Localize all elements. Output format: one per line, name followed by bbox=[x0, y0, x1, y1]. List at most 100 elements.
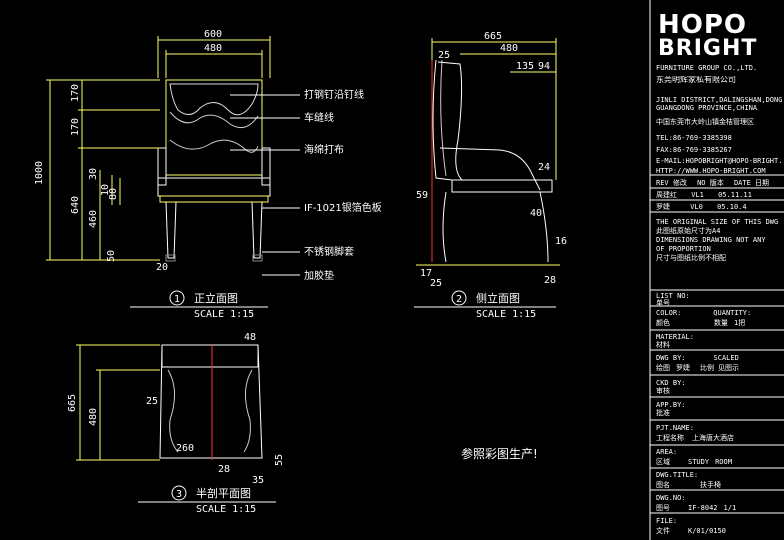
plan-arm-right bbox=[243, 369, 253, 453]
callout-foam-fabric: 海绵打布 bbox=[304, 143, 344, 156]
front-dim-480: 480 bbox=[204, 43, 222, 54]
side-dim-28: 28 bbox=[544, 275, 556, 286]
front-dim-1000: 1000 bbox=[34, 161, 45, 185]
side-dim-17: 17 bbox=[420, 268, 432, 279]
dwg-by-values: 绘图罗婕比例见图示 bbox=[656, 364, 739, 372]
side-dim-24: 24 bbox=[538, 162, 550, 173]
file-label: FILE: bbox=[656, 517, 678, 525]
side-dim-135: 135 bbox=[516, 61, 534, 72]
list-no-label: LIST NO: bbox=[656, 292, 690, 300]
email: E-MAIL:HOPOBRIGHT@HOPO-BRIGHT.COM bbox=[656, 157, 782, 165]
side-dim-25a: 25 bbox=[438, 50, 450, 61]
side-dim-665: 665 bbox=[484, 31, 502, 42]
company-chinese-name: 东莞明辉家私有限公司 bbox=[656, 76, 736, 84]
company-logo: HOPO bbox=[658, 10, 748, 40]
front-callout-leaders bbox=[230, 94, 300, 276]
plan-dim-28: 28 bbox=[218, 464, 230, 475]
website: HTTP://WWW.HOPO-BRIGHT.COM bbox=[656, 167, 766, 175]
plan-title-number: 3 bbox=[176, 489, 182, 500]
fax: FAX:86-769-3385267 bbox=[656, 146, 732, 154]
side-dim-40: 40 bbox=[530, 208, 542, 219]
side-dimensions bbox=[416, 38, 560, 266]
front-dim-170a: 170 bbox=[70, 84, 81, 102]
side-title-text: 侧立面图 bbox=[476, 291, 520, 305]
front-right-leg bbox=[251, 201, 263, 259]
front-dim-30: 30 bbox=[88, 168, 99, 180]
callout-steel-foot: 不锈钢脚套 bbox=[304, 245, 354, 258]
front-backrest-pattern-2 bbox=[169, 111, 259, 129]
plan-dim-480: 480 bbox=[88, 408, 99, 426]
plan-dimensions bbox=[76, 344, 160, 461]
front-left-dimensions bbox=[46, 79, 160, 261]
front-seat-rail bbox=[159, 195, 269, 203]
dwg-by-label: DWG BY:SCALED bbox=[656, 354, 739, 362]
plan-dim-665: 665 bbox=[67, 394, 78, 412]
front-title: 1 正立面图 SCALE 1:15 bbox=[130, 290, 268, 320]
front-dim-50: 50 bbox=[106, 250, 117, 262]
plan-dim-25: 25 bbox=[146, 396, 158, 407]
front-dim-labels: 600 480 1000 170 170 30 640 10 80 460 50… bbox=[34, 29, 222, 273]
plan-view bbox=[76, 344, 263, 461]
company-english-name: FURNITURE GROUP CO.,LTD. bbox=[656, 64, 758, 72]
telephone: TEL:86-769-3385398 bbox=[656, 134, 732, 142]
side-back-leg bbox=[442, 191, 447, 263]
plan-arm-left bbox=[167, 369, 179, 453]
side-title-scale: SCALE 1:15 bbox=[476, 309, 536, 320]
address-line-2: GUANGDONG PROVINCE,CHINA bbox=[656, 104, 758, 112]
front-backrest-pattern bbox=[169, 83, 259, 116]
plan-back-top bbox=[161, 344, 259, 368]
side-dim-25b: 25 bbox=[430, 278, 442, 289]
side-back-outer bbox=[432, 59, 453, 181]
disclaimer-3: DIMENSIONS DRAWING NOT ANY bbox=[656, 236, 766, 244]
plan-title: 3 半剖平面图 SCALE 1:15 bbox=[138, 485, 276, 515]
front-left-arm bbox=[157, 147, 167, 186]
plan-dim-260: 260 bbox=[176, 443, 194, 454]
front-dim-170b: 170 bbox=[70, 118, 81, 136]
side-dim-labels: 665 480 135 94 25 59 17 25 24 40 16 28 bbox=[416, 31, 567, 289]
ckd-by-cn: 审核 bbox=[656, 387, 670, 395]
disclaimer-2: 此图纸原始尺寸为A4 bbox=[656, 227, 721, 235]
revision-row-2: 罗婕 VL0 05.10.4 bbox=[656, 203, 747, 211]
title-block-frame bbox=[649, 0, 784, 540]
front-title-scale: SCALE 1:15 bbox=[194, 309, 254, 320]
side-dim-16: 16 bbox=[555, 236, 567, 247]
dwg-title-values: 图名扶手椅 bbox=[656, 481, 721, 489]
disclaimer-1: THE ORIGINAL SIZE OF THIS DWG IS A4 bbox=[656, 218, 782, 226]
revision-row-1: 周建红 VL1 05.11.11 bbox=[656, 191, 752, 199]
address-line-3: 中国东莞市大岭山镇金桔管理区 bbox=[656, 118, 754, 126]
side-dim-59: 59 bbox=[416, 190, 428, 201]
color-label: COLOR:QUANTITY: bbox=[656, 309, 752, 317]
disclaimer-4: OF PROPORTION bbox=[656, 245, 711, 253]
side-title-number: 2 bbox=[456, 294, 462, 305]
ckd-by-label: CKD BY: bbox=[656, 379, 686, 387]
side-seat bbox=[451, 179, 553, 193]
side-title: 2 侧立面图 SCALE 1:15 bbox=[414, 290, 556, 320]
front-left-leg bbox=[165, 201, 177, 259]
callout-stitch-line: 车缝线 bbox=[304, 111, 334, 124]
material-cn: 材料 bbox=[656, 341, 670, 349]
area-label: AREA: bbox=[656, 448, 678, 456]
project-name-label: PJT.NAME: bbox=[656, 424, 694, 432]
plan-title-scale: SCALE 1:15 bbox=[196, 504, 256, 515]
callout-nail-trim: 打钢钉沿钉线 bbox=[304, 88, 364, 101]
side-back-inner bbox=[440, 59, 447, 177]
side-dim-480: 480 bbox=[500, 43, 518, 54]
front-seat bbox=[157, 177, 271, 197]
front-right-foot-cap bbox=[252, 254, 263, 262]
front-left-foot-cap bbox=[165, 254, 176, 262]
company-logo-bright: BRIGHT bbox=[658, 36, 758, 61]
side-dim-94: 94 bbox=[538, 61, 550, 72]
plan-dim-labels: 665 480 48 25 260 28 35 55 bbox=[67, 332, 285, 486]
disclaimer-5: 尺寸与图纸比例不相配 bbox=[656, 254, 726, 262]
side-back-cushion bbox=[437, 61, 463, 181]
project-name-values: 工程名称上海唐大酒店 bbox=[656, 434, 734, 442]
plan-title-text: 半剖平面图 bbox=[196, 486, 251, 500]
revision-header: REV 修改 NO 版本 DATE 日期 bbox=[656, 179, 770, 187]
front-dim-640: 640 bbox=[70, 196, 81, 214]
